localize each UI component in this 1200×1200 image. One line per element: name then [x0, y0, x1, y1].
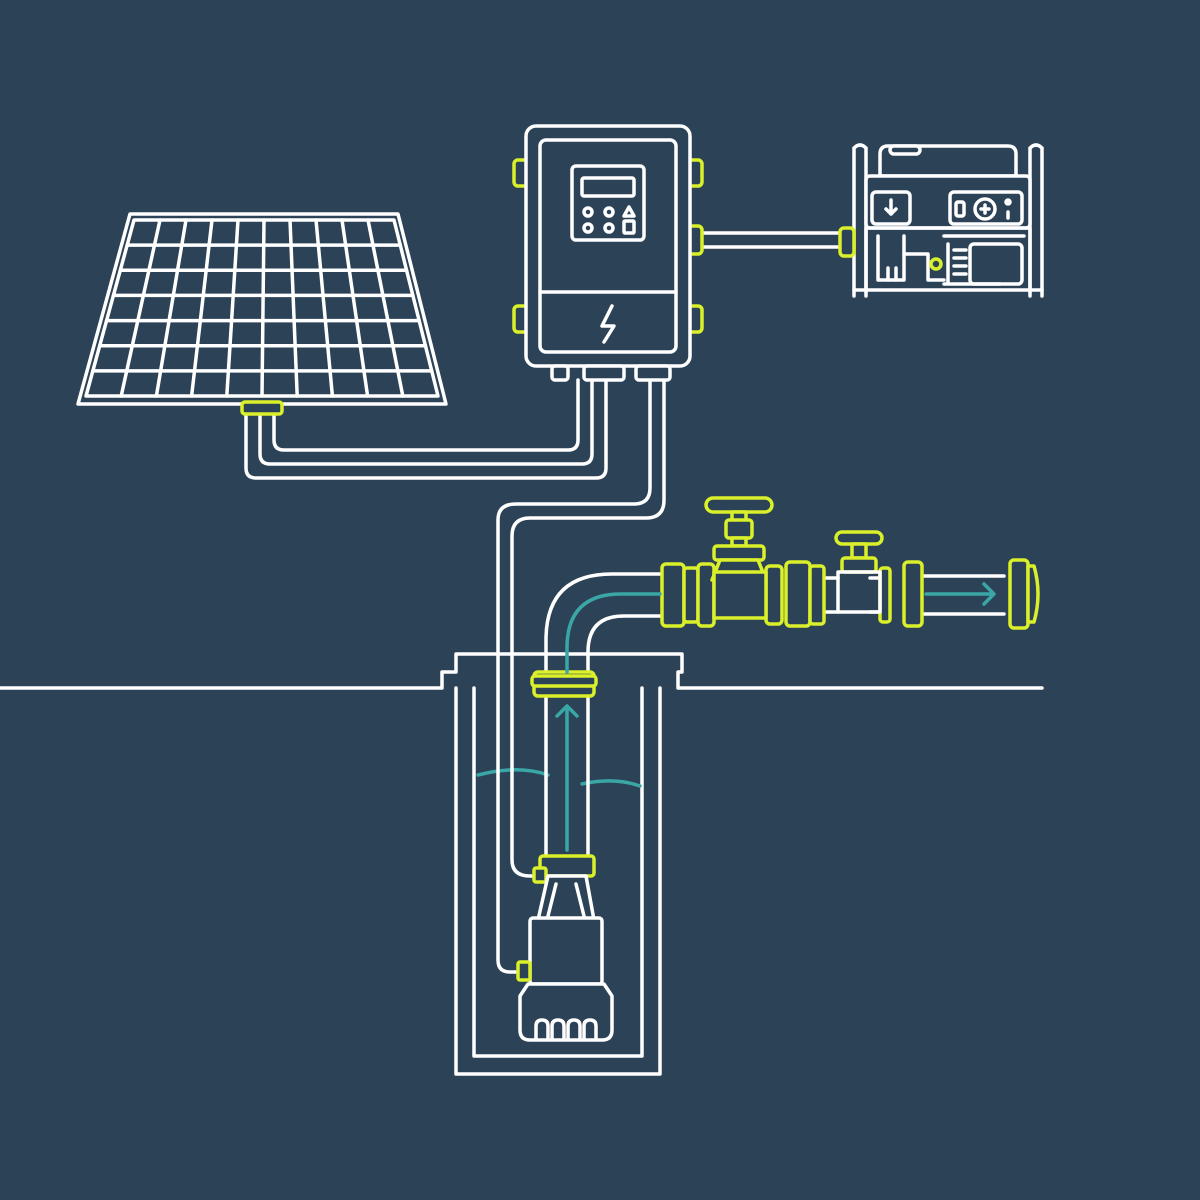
- water-flow-right-arrow: [565, 582, 996, 674]
- panel-grid-line: [288, 218, 299, 398]
- panel-grid-line: [314, 218, 335, 398]
- panel-grid-line: [119, 218, 162, 398]
- panel-grid-line: [260, 218, 266, 398]
- panel-grid-line: [189, 218, 214, 398]
- water-flow-up-arrow: [555, 704, 579, 852]
- generator: [838, 143, 1044, 298]
- controller-display: [580, 176, 636, 198]
- panel-grid-line: [366, 218, 405, 398]
- generator-switch: [870, 190, 912, 226]
- pump-controller: [512, 124, 704, 382]
- well: [0, 652, 1044, 1076]
- valve-icon[interactable]: [834, 530, 884, 614]
- lightning-bolt-icon: [600, 304, 616, 344]
- power-cables: [244, 231, 844, 974]
- controller-keypad: [570, 164, 646, 242]
- power-outlet-icon: [979, 203, 991, 215]
- solar-panel-icon: [76, 212, 448, 416]
- valve-icon[interactable]: [704, 496, 774, 620]
- panel-grid-line: [340, 218, 370, 398]
- generator-control-panel: [948, 190, 1024, 226]
- pump-icon: [516, 866, 614, 1042]
- pipe-flanges: [530, 558, 1040, 878]
- panel-grid-line: [154, 218, 188, 398]
- panel-grid-line: [225, 218, 240, 398]
